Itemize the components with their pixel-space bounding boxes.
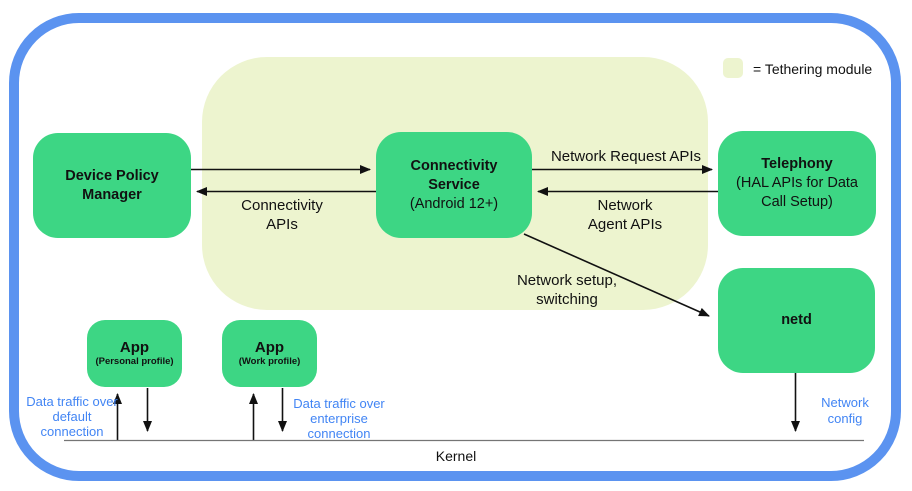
node-device-policy-manager: Device Policy Manager — [33, 133, 191, 238]
diagram-outer-border — [9, 13, 901, 481]
tethering-module-legend-label: = Tethering module — [753, 61, 873, 77]
label-data-traffic-enterprise: Data traffic over enterprise connection — [285, 396, 393, 441]
edge-label-network-setup-switching: Network setup, switching — [497, 271, 637, 309]
edge-label-network-request-apis: Network Request APIs — [550, 148, 702, 165]
edge-label-network-agent-apis: Network Agent APIs — [545, 196, 705, 234]
edge-label-line: switching — [536, 291, 598, 308]
node-label: Connectivity — [410, 157, 498, 174]
kernel-label: Kernel — [435, 448, 477, 464]
edge-label-line: APIs — [266, 216, 298, 233]
node-label: Device Policy — [65, 167, 159, 184]
node-label: Service — [428, 176, 480, 193]
node-app-personal: App (Personal profile) — [87, 320, 182, 387]
node-label: App — [119, 339, 150, 356]
node-connectivity-service: Connectivity Service (Android 12+) — [376, 132, 532, 238]
node-label: App — [254, 339, 285, 356]
node-telephony: Telephony (HAL APIs for Data Call Setup) — [718, 131, 876, 236]
node-sublabel: (Work profile) — [238, 356, 301, 367]
blue-label-line: config — [827, 411, 863, 426]
edge-label-line: Connectivity — [241, 197, 323, 214]
blue-label-line: default connection — [40, 409, 104, 439]
node-sublabel: Call Setup) — [761, 194, 833, 210]
blue-label-line: Data traffic over — [26, 394, 118, 409]
edge-label-line: Network — [597, 197, 653, 214]
blue-label-line: Network — [821, 395, 869, 410]
node-label: netd — [781, 312, 812, 328]
tethering-module-legend-swatch — [723, 58, 743, 78]
blue-label-line: enterprise connection — [307, 411, 371, 441]
label-network-config: Network config — [795, 395, 895, 427]
node-app-work: App (Work profile) — [222, 320, 317, 387]
edge-label-connectivity-apis: Connectivity APIs — [212, 196, 352, 234]
edge-label-line: Agent APIs — [587, 216, 663, 233]
blue-label-line: Data traffic over — [293, 396, 385, 411]
node-sublabel: (HAL APIs for Data — [736, 175, 858, 191]
edge-label-line: Network setup, — [516, 272, 618, 289]
node-sublabel: (Android 12+) — [409, 195, 499, 212]
node-label: Manager — [82, 186, 142, 203]
node-label: Telephony — [761, 156, 833, 172]
node-sublabel: (Personal profile) — [95, 356, 174, 367]
label-data-traffic-default: Data traffic over default connection — [20, 394, 124, 439]
node-netd: netd — [718, 268, 875, 373]
